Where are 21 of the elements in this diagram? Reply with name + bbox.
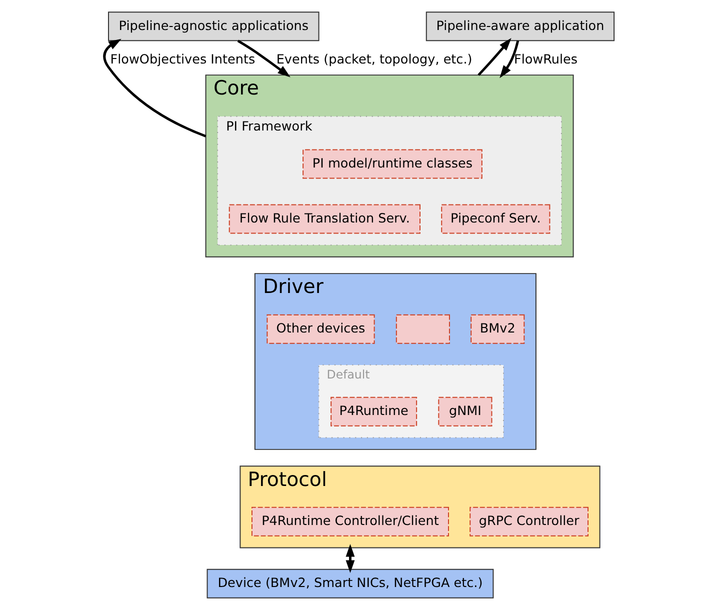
node-box: Other devices (266, 314, 375, 344)
node-box (396, 314, 450, 344)
node-box: PI model/runtime classes (302, 149, 482, 179)
node-box: P4Runtime Controller/Client (251, 506, 449, 536)
node-box: gRPC Controller (470, 506, 589, 536)
node-box: BMv2 (470, 314, 525, 344)
node-box: Pipeline-aware application (426, 12, 615, 42)
arrow (103, 38, 206, 138)
node-box: gNMI (438, 396, 492, 426)
node-box: Pipeconf Serv. (441, 204, 550, 234)
arrow (478, 38, 512, 76)
node-box: Pipeline-agnostic applications (108, 12, 320, 42)
arrow (500, 40, 520, 78)
edge-label: FlowObjectives Intents (110, 52, 256, 68)
node-box: P4Runtime (330, 396, 418, 426)
node-box: Device (BMv2, Smart NICs, NetFPGA etc.) (206, 568, 494, 598)
edge-label: FlowRules (514, 52, 578, 68)
node-box: Flow Rule Translation Serv. (228, 204, 420, 234)
arrow (237, 40, 290, 78)
edge-label: Events (packet, topology, etc.) (276, 52, 472, 68)
arrow (346, 544, 355, 574)
